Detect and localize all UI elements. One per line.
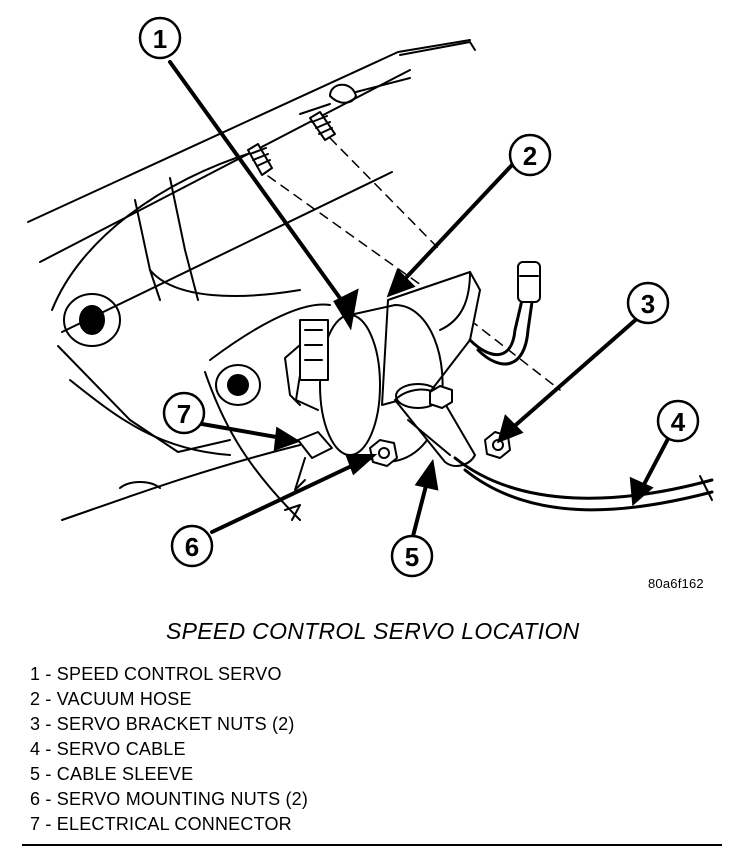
callout-number-4: 4 (671, 407, 686, 437)
callout-number-5: 5 (405, 542, 419, 572)
arrowhead-7 (273, 426, 301, 451)
figure-caption: SPEED CONTROL SERVO LOCATION (166, 618, 580, 644)
leader-arrow-5 (410, 476, 430, 542)
callout-circle-3 (626, 281, 670, 325)
callout-circle-2 (508, 133, 552, 177)
mounting-hole (63, 293, 121, 347)
mounting-nut (369, 439, 398, 467)
callout-number-3: 3 (641, 289, 655, 319)
callout-number-7: 7 (177, 399, 191, 429)
cable-clip (299, 77, 411, 115)
servo-cable (453, 456, 714, 512)
callout-circle-4 (656, 399, 700, 443)
arrowhead-5 (414, 458, 439, 491)
leader-arrow-6 (210, 460, 362, 534)
bottom-rule (22, 844, 722, 846)
bracket-nut (429, 385, 453, 409)
legend-item: 4 - SERVO CABLE (30, 739, 186, 759)
legend-item: 7 - ELECTRICAL CONNECTOR (30, 814, 292, 834)
mounting-hole (215, 364, 261, 406)
leader-arrow-3 (508, 314, 642, 432)
alignment-line (267, 137, 561, 391)
callout-circle-7 (162, 391, 206, 435)
arrowhead-1 (333, 288, 359, 331)
leader-arrow-4 (638, 433, 672, 494)
legend-item: 5 - CABLE SLEEVE (30, 764, 194, 784)
leader-arrows (168, 60, 672, 542)
body-panel-outline (27, 39, 476, 521)
leader-arrow-7 (200, 422, 284, 440)
vacuum-hose (468, 261, 541, 366)
callout-number-2: 2 (523, 141, 537, 171)
leader-arrow-1 (168, 60, 352, 314)
legend-item: 1 - SPEED CONTROL SERVO (30, 664, 282, 684)
callout-number-1: 1 (153, 24, 167, 54)
arrowhead-6 (345, 454, 378, 476)
servo-location-illustration: 1 2 3 4 5 6 7 (27, 16, 714, 578)
leader-arrow-2 (400, 163, 514, 284)
arrowhead-4 (629, 476, 654, 507)
callout-circle-6 (170, 524, 214, 568)
callout-circles (138, 16, 700, 578)
callout-number-6: 6 (185, 532, 199, 562)
parts-legend: 1 - SPEED CONTROL SERVO 2 - VACUUM HOSE … (30, 662, 308, 837)
mounting-stud (247, 111, 336, 176)
callout-circle-5 (390, 534, 434, 578)
arrowhead-3 (497, 414, 524, 444)
callout-circle-1 (138, 16, 182, 60)
legend-item: 2 - VACUUM HOSE (30, 689, 192, 709)
legend-item: 3 - SERVO BRACKET NUTS (2) (30, 714, 295, 734)
electrical-connector (284, 431, 333, 521)
legend-item: 6 - SERVO MOUNTING NUTS (2) (30, 789, 309, 809)
arrowhead-2 (386, 268, 416, 298)
figure-code: 80a6f162 (648, 576, 704, 591)
